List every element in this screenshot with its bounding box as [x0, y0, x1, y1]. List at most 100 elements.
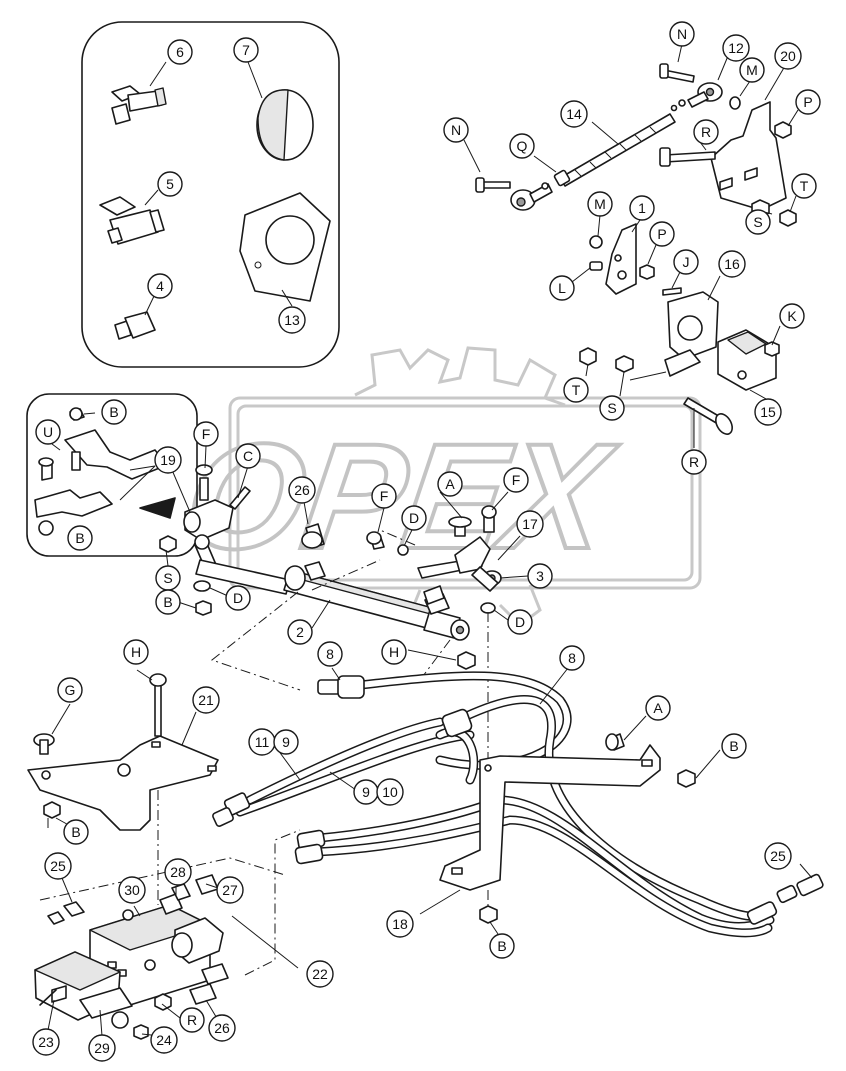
callout-bubble: [739, 57, 765, 83]
callout-cF1: F: [193, 421, 219, 447]
callout-c23: 23: [32, 1028, 60, 1056]
callout-bubble: [673, 249, 699, 275]
callout-bubble: [681, 449, 707, 475]
callout-label: 2: [296, 624, 304, 640]
callout-label: R: [701, 124, 711, 140]
callout-cB1: B: [101, 399, 127, 425]
callout-label: T: [572, 382, 581, 398]
callout-bubble: [63, 819, 89, 845]
callout-bubble: [443, 117, 469, 143]
callout-label: Q: [517, 138, 528, 154]
callout-cS1: S: [745, 209, 771, 235]
callout-bubble: [44, 852, 72, 880]
callout-cB4: B: [721, 733, 747, 759]
callout-label: H: [389, 644, 399, 660]
callout-bubble: [721, 733, 747, 759]
callout-cU: U: [35, 419, 61, 445]
callout-c26b: 26: [208, 1014, 236, 1042]
mounting-bracket-18: [419, 715, 721, 935]
callout-bubble: [123, 639, 149, 665]
callout-c16: 16: [718, 250, 746, 278]
callout-c2: 2: [287, 619, 313, 645]
callout-label: L: [558, 280, 566, 296]
callout-label: D: [233, 590, 243, 606]
callout-bubble: [629, 195, 655, 221]
callout-label: S: [753, 214, 762, 230]
callout-c25b: 25: [764, 842, 792, 870]
callout-bubble: [722, 34, 750, 62]
callout-label: B: [75, 530, 84, 546]
callout-cD2: D: [225, 585, 251, 611]
callout-c1: 1: [629, 195, 655, 221]
callout-label: M: [746, 62, 758, 78]
callout-c11: 11: [248, 728, 276, 756]
callout-bubble: [669, 21, 695, 47]
callout-label: U: [43, 424, 53, 440]
callout-bubble: [179, 1007, 205, 1033]
callout-bubble: [599, 395, 625, 421]
callout-bubble: [507, 609, 533, 635]
callout-label: T: [800, 178, 809, 194]
callout-bubble: [273, 729, 299, 755]
callout-cR1: R: [693, 119, 719, 145]
callout-cP2: P: [649, 221, 675, 247]
callout-c6: 6: [167, 39, 193, 65]
callout-c25a: 25: [44, 852, 72, 880]
callout-cB3: B: [155, 589, 181, 615]
callout-c21: 21: [192, 686, 220, 714]
callout-label: 9: [362, 784, 370, 800]
callout-bubble: [35, 419, 61, 445]
callout-label: 10: [382, 784, 398, 800]
callout-label: 30: [124, 882, 140, 898]
callout-label: 23: [38, 1034, 54, 1050]
callout-label: 25: [770, 848, 786, 864]
callout-bubble: [587, 191, 613, 217]
callout-bubble: [288, 476, 316, 504]
callout-bubble: [503, 467, 529, 493]
callout-label: B: [729, 738, 738, 754]
callout-bubble: [693, 119, 719, 145]
callout-label: 25: [50, 858, 66, 874]
callout-bubble: [559, 645, 585, 671]
callout-cM2: M: [587, 191, 613, 217]
callout-label: 19: [160, 452, 176, 468]
callout-bubble: [774, 42, 802, 70]
callout-bubble: [754, 398, 782, 426]
adapter-4: [114, 311, 156, 340]
callout-bubble: [155, 589, 181, 615]
callout-bubble: [527, 563, 553, 589]
callout-label: 11: [255, 734, 270, 750]
callout-bubble: [509, 133, 535, 159]
callout-cS3: S: [155, 565, 181, 591]
callout-label: 9: [282, 734, 290, 750]
callout-cJ: J: [673, 249, 699, 275]
callout-label: A: [653, 700, 663, 716]
callout-c12: 12: [722, 34, 750, 62]
callout-bubble: [287, 619, 313, 645]
callout-label: 6: [176, 44, 184, 60]
callout-bubble: [233, 37, 259, 63]
callout-bubble: [563, 377, 589, 403]
callout-label: B: [163, 594, 172, 610]
callout-label: F: [202, 426, 211, 442]
callout-c24: 24: [150, 1026, 178, 1054]
callout-bubble: [278, 306, 306, 334]
linkage-assembly: [463, 43, 799, 448]
callout-label: K: [787, 308, 797, 324]
callout-label: D: [515, 614, 525, 630]
callout-cQ: Q: [509, 133, 535, 159]
callout-bubble: [795, 89, 821, 115]
callout-cB6: B: [489, 933, 515, 959]
callout-bubble: [386, 910, 414, 938]
callout-bubble: [489, 933, 515, 959]
callout-label: 8: [568, 650, 576, 666]
callout-cF3: F: [503, 467, 529, 493]
callout-label: F: [512, 472, 521, 488]
callout-label: 22: [312, 966, 328, 982]
callout-label: D: [409, 510, 419, 526]
callout-c4: 4: [147, 273, 173, 299]
callout-c29: 29: [88, 1034, 116, 1062]
callout-bubble: [516, 510, 544, 538]
